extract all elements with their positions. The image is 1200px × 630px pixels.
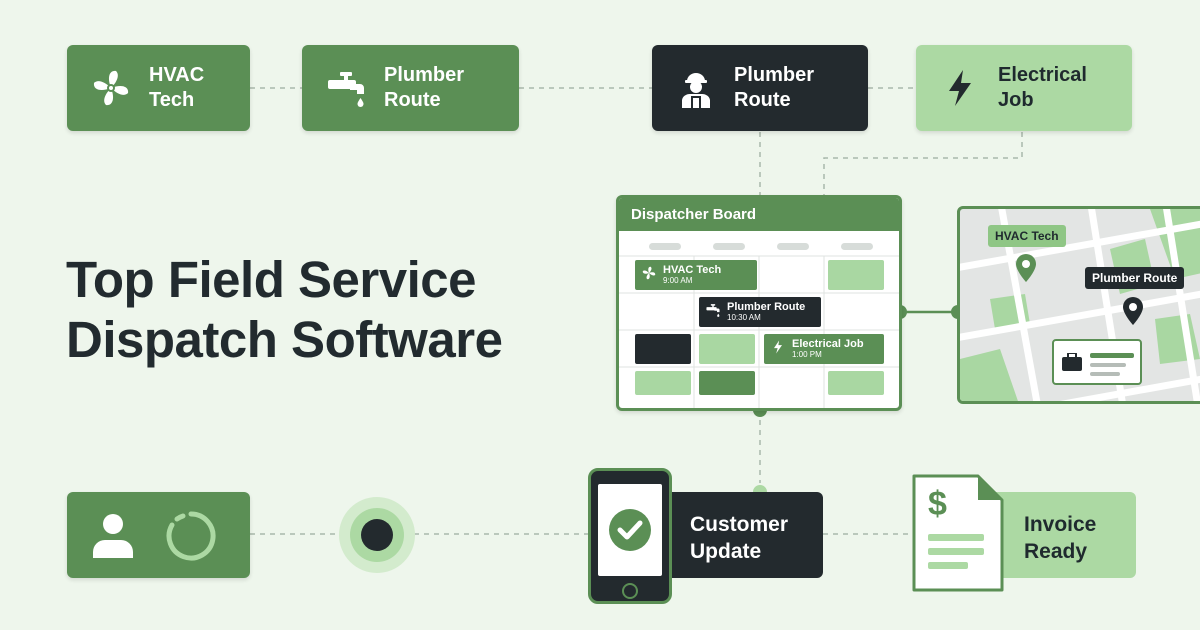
lightning-icon	[949, 70, 971, 106]
title-line-2: Dispatch Software	[66, 311, 503, 368]
fan-icon	[642, 266, 656, 280]
plumber-route-dark-card[interactable]: Plumber Route	[652, 45, 868, 131]
event-time: 9:00 AM	[663, 276, 693, 285]
briefcase-icon	[1062, 353, 1082, 371]
invoice-dollar-icon	[912, 474, 1004, 592]
checkmark-icon	[609, 509, 651, 551]
map-pin-icon[interactable]	[1015, 253, 1037, 283]
map-job-card[interactable]	[1052, 339, 1142, 385]
plumber-route-dark-label: Plumber Route	[734, 64, 815, 111]
map-pin-label-hvac: HVAC Tech	[988, 225, 1066, 247]
board-event-hvac[interactable]: HVAC Tech 9:00 AM	[635, 260, 757, 290]
phone-device	[588, 468, 672, 604]
plumber-route-card[interactable]: Plumber Route	[302, 45, 519, 131]
board-grid	[619, 255, 899, 408]
event-title: Plumber Route	[727, 301, 806, 313]
invoice-dollar-sign: $	[928, 485, 947, 523]
board-slot[interactable]	[635, 371, 691, 395]
event-title: Electrical Job	[792, 338, 864, 350]
hvac-tech-card[interactable]: HVAC Tech	[67, 45, 250, 131]
event-time: 10:30 AM	[727, 313, 761, 322]
board-slot[interactable]	[699, 334, 755, 364]
technician-status-card[interactable]	[67, 492, 250, 578]
plumber-route-label: Plumber Route	[384, 64, 465, 111]
page-title: Top Field Service Dispatch Software	[66, 250, 503, 370]
board-slot[interactable]	[828, 260, 884, 290]
fan-icon	[93, 70, 129, 106]
board-title: Dispatcher Board	[619, 198, 899, 231]
board-slot[interactable]	[699, 371, 755, 395]
user-icon	[93, 514, 133, 558]
board-slot[interactable]	[828, 371, 884, 395]
phone-home-button	[622, 583, 638, 599]
event-title: HVAC Tech	[663, 264, 722, 276]
faucet-icon	[328, 72, 364, 107]
route-map[interactable]: HVAC Tech Plumber Route	[957, 206, 1200, 404]
map-pin-label-plumber: Plumber Route	[1085, 267, 1185, 289]
title-line-1: Top Field Service	[66, 251, 477, 308]
customer-update-label: Customer Update	[690, 513, 789, 563]
board-slot[interactable]	[635, 334, 691, 364]
status-dot-icon	[339, 497, 415, 573]
event-time: 1:00 PM	[792, 350, 822, 359]
phone-screen	[598, 484, 662, 576]
board-event-plumber[interactable]: Plumber Route 10:30 AM	[699, 297, 821, 327]
dispatcher-board[interactable]: Dispatcher Board	[616, 195, 902, 411]
hvac-tech-label: HVAC Tech	[149, 64, 205, 111]
electrical-job-label: Electrical Job	[998, 64, 1087, 111]
faucet-icon	[706, 304, 720, 317]
map-pin-icon[interactable]	[1122, 296, 1144, 326]
technician-icon	[682, 73, 710, 108]
loading-spinner-icon	[166, 511, 216, 561]
board-event-electrical[interactable]: Electrical Job 1:00 PM	[764, 334, 884, 364]
invoice-ready-label: Invoice Ready	[1024, 513, 1097, 563]
electrical-job-card[interactable]: Electrical Job	[916, 45, 1132, 131]
lightning-icon	[774, 340, 782, 354]
